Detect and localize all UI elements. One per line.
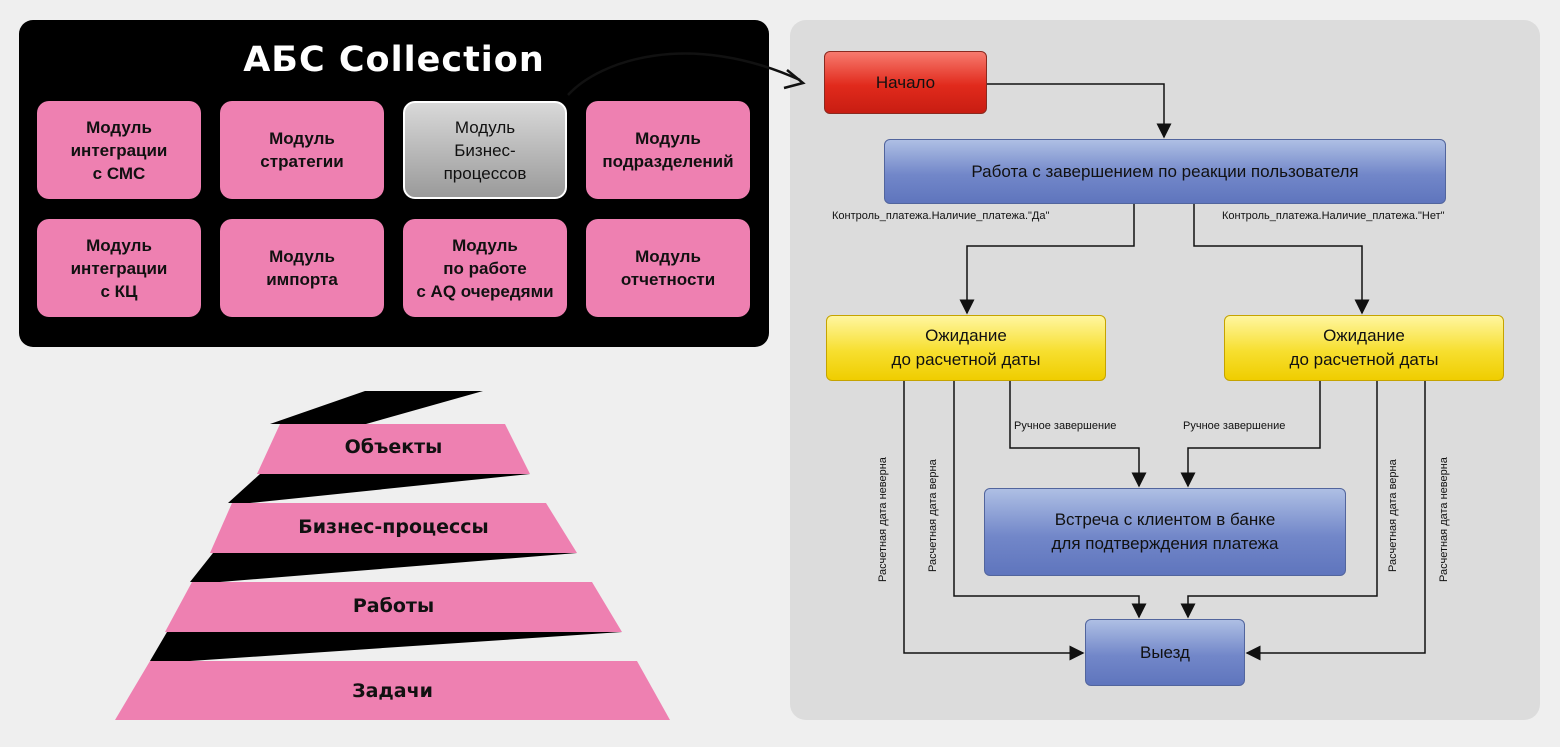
pyramid-level-business	[210, 503, 577, 553]
module-cc-integration: Модуль интеграции с КЦ	[37, 219, 201, 317]
pyramid-level-tasks	[115, 661, 670, 720]
module-departments: Модуль подразделений	[586, 101, 750, 199]
node-wait-right: Ожидание до расчетной даты	[1224, 315, 1504, 381]
node-start: Начало	[824, 51, 987, 114]
module-sms-integration: Модуль интеграции с СМС	[37, 101, 201, 199]
node-work-user-reaction: Работа с завершением по реакции пользова…	[884, 139, 1446, 204]
node-exit: Выезд	[1085, 619, 1245, 686]
pyramid-label-tasks: Задачи	[352, 680, 433, 702]
pyramid-band-2	[228, 474, 530, 503]
abs-collection-title: АБС Collection	[243, 40, 545, 80]
pyramid-level-objects	[257, 424, 530, 474]
module-reporting: Модуль отчетности	[586, 219, 750, 317]
node-wait-left: Ожидание до расчетной даты	[826, 315, 1106, 381]
node-client-meeting: Встреча с клиентом в банке для подтвержд…	[984, 488, 1346, 576]
pyramid-band-4	[150, 632, 622, 661]
module-aq-queues: Модуль по работе с AQ очередями	[403, 219, 567, 317]
pyramid-label-works: Работы	[352, 595, 435, 617]
pyramid-band-1	[270, 391, 483, 424]
pyramid-band-3	[190, 553, 577, 582]
module-strategy: Модуль стратегии	[220, 101, 384, 199]
edge-label-manual-right: Ручное завершение	[1183, 420, 1286, 432]
pyramid-label-objects: Объекты	[344, 436, 443, 458]
edge-label-manual-left: Ручное завершение	[1014, 420, 1117, 432]
edge-label-payment-yes: Контроль_платежа.Наличие_платежа."Да"	[832, 210, 1050, 222]
pyramid-level-works	[165, 582, 622, 632]
edge-label-payment-no: Контроль_платежа.Наличие_платежа."Нет"	[1222, 210, 1445, 222]
module-import: Модуль импорта	[220, 219, 384, 317]
pyramid-label-business: Бизнес-процессы	[298, 516, 489, 538]
module-business-processes: Модуль Бизнес- процессов	[403, 101, 567, 199]
